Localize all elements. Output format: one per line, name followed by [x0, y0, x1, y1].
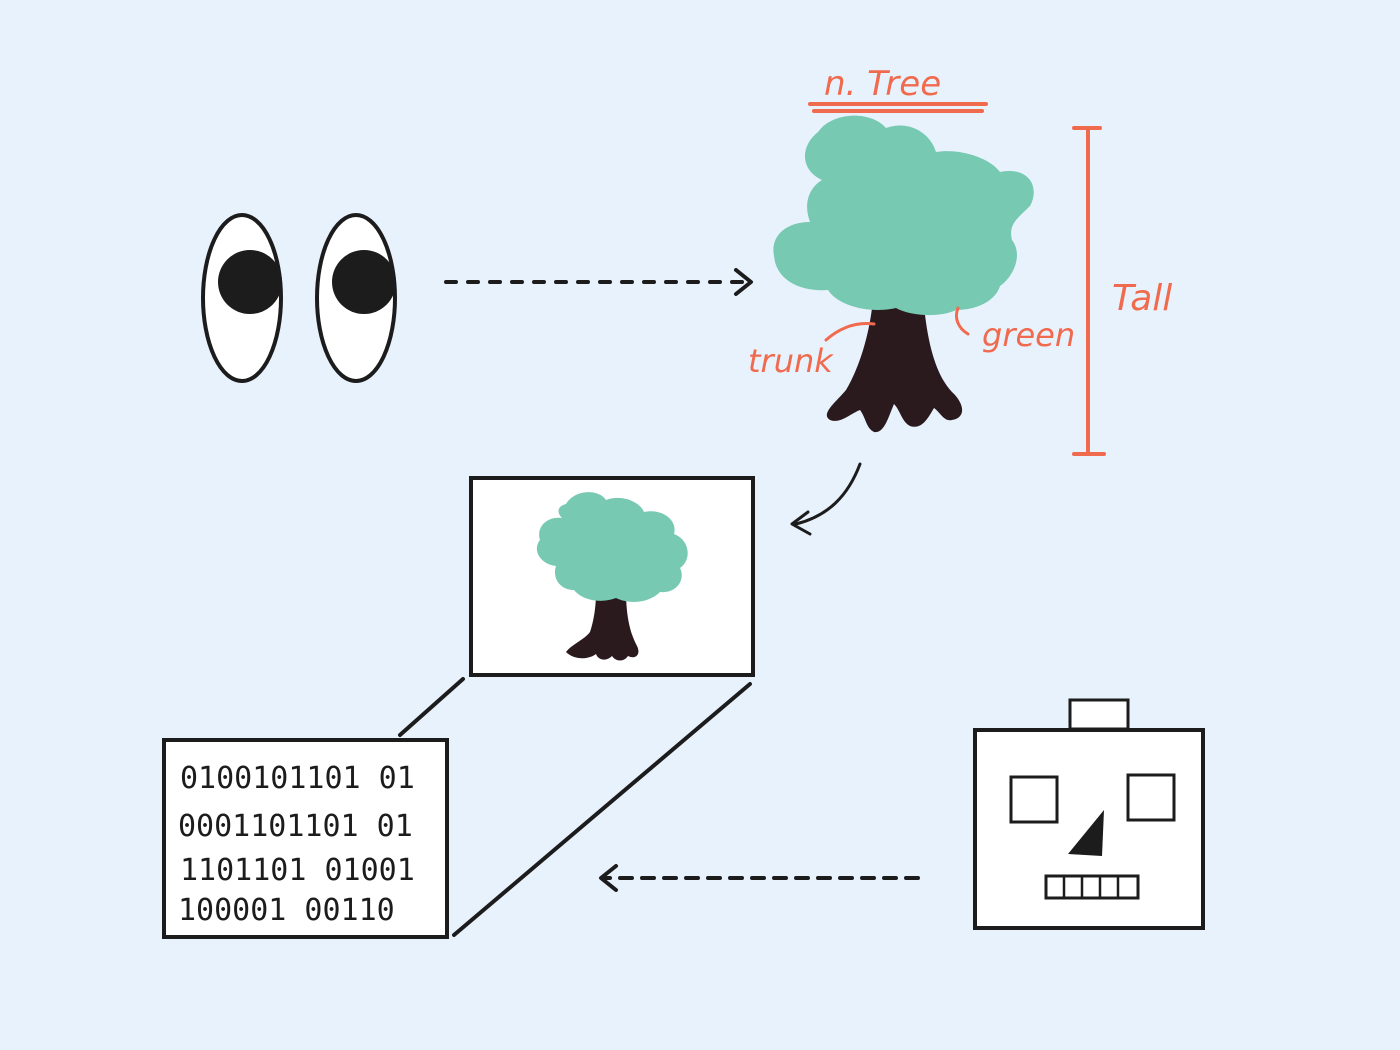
tree-illustration [773, 115, 1034, 433]
arrow-eyes-to-tree [444, 268, 753, 296]
height-indicator [1072, 126, 1106, 456]
trunk-leader-line [824, 322, 876, 342]
robot-mouth [1044, 874, 1140, 900]
green-label: green [982, 316, 1075, 354]
binary-row: 0001101101 01 [178, 809, 413, 844]
arrow-tree-to-photo [790, 462, 862, 536]
photo-tree-trunk [566, 590, 639, 661]
projection-line-left [398, 677, 465, 737]
trunk-label: trunk [748, 342, 834, 380]
tree-trunk [826, 306, 963, 433]
binary-grid: 0100101101 01 0001101101 01 1101101 0100… [162, 738, 449, 939]
tree-title: n. Tree [824, 64, 941, 104]
robot-icon [973, 698, 1205, 930]
arrow-robot-to-binary [599, 864, 920, 892]
robot-eye-left [1009, 775, 1059, 824]
tree-foliage [773, 115, 1034, 316]
projection-line-right [452, 682, 752, 937]
tall-label: Tall [1112, 278, 1172, 319]
eyes-icon [201, 213, 397, 383]
tree-photo [469, 476, 755, 677]
binary-row: 100001 00110 [178, 893, 395, 928]
binary-row: 0100101101 01 [180, 761, 415, 796]
robot-eye-right [1126, 773, 1176, 822]
photo-tree-foliage [536, 492, 688, 602]
green-leader-line [954, 306, 970, 336]
binary-row: 1101101 01001 [180, 853, 415, 888]
robot-nose [1068, 810, 1104, 856]
